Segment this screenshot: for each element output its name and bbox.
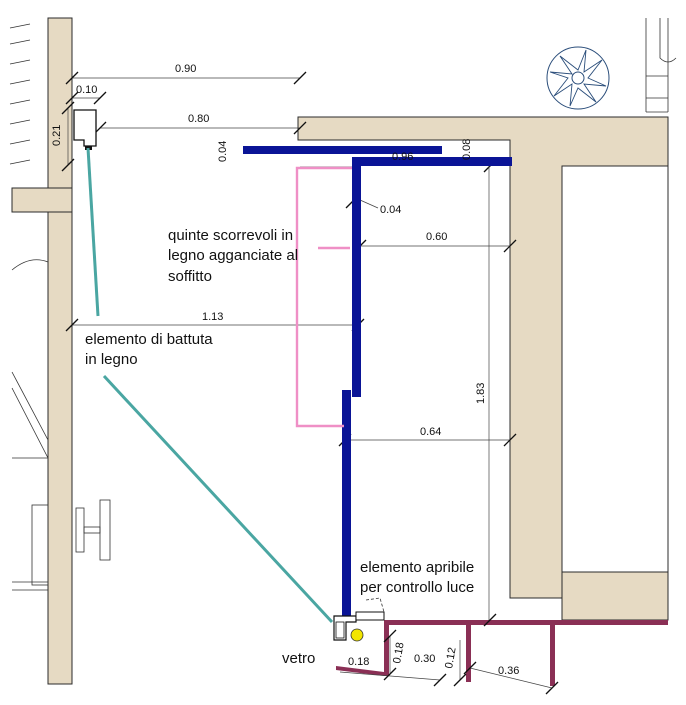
dim-label-004a: 0.04 — [217, 141, 229, 162]
dimension-labels: 0.90 0.10 0.21 0.80 0.04 0.96 0.08 0.04 … — [51, 63, 519, 677]
right-wall-lower — [561, 571, 669, 621]
annotations: quinte scorrevoli in legno agganciate al… — [85, 227, 474, 667]
right-room — [561, 165, 669, 573]
dim-label-096: 0.96 — [392, 151, 413, 163]
light-sensor-icon — [350, 628, 364, 642]
dim-label-012: 0.12 — [443, 646, 459, 669]
dim-label-183: 1.83 — [475, 383, 487, 404]
dim-label-008: 0.08 — [461, 139, 473, 160]
left-wall-middle — [47, 211, 73, 685]
furniture-sketch — [645, 18, 677, 113]
door-handle-sketch — [75, 499, 111, 561]
sliding-panels — [243, 146, 512, 618]
dim-label-021: 0.21 — [51, 125, 63, 146]
note-battuta-line-2: in legno — [85, 351, 138, 368]
sliding-panel-vertical-lower — [342, 390, 351, 618]
dim-label-030: 0.30 — [414, 653, 435, 665]
dim-label-113: 1.13 — [202, 311, 223, 323]
wooden-stop-element — [73, 109, 97, 150]
window-frame — [336, 620, 668, 686]
dim-label-064: 0.64 — [420, 426, 441, 438]
dim-label-080: 0.80 — [188, 113, 209, 125]
dim-label-010: 0.10 — [76, 84, 97, 96]
openable-element — [333, 597, 385, 642]
note-apribile-line-2: per controllo luce — [360, 579, 474, 596]
left-wall-return — [11, 187, 73, 213]
dim-label-004b: 0.04 — [380, 204, 401, 216]
dim-label-018a: 0.18 — [348, 656, 369, 668]
note-battuta-line-1: elemento di battuta — [85, 331, 213, 348]
note-vetro: vetro — [282, 650, 315, 667]
ceiling-rose-ornament — [546, 46, 610, 110]
dim-label-036: 0.36 — [498, 665, 519, 677]
note-quinte-line-1: quinte scorrevoli in — [168, 227, 293, 244]
left-wall-upper — [47, 17, 73, 189]
note-quinte-line-2: legno agganciate al — [168, 247, 298, 264]
ceiling-track-line — [295, 166, 352, 428]
note-quinte-line-3: soffitto — [168, 268, 212, 285]
dim-label-060: 0.60 — [426, 231, 447, 243]
leader-line-lower — [102, 374, 334, 624]
left-room-sketch — [9, 23, 49, 591]
leader-line-upper — [86, 147, 100, 317]
sliding-panel-top-long — [352, 157, 512, 166]
sliding-panel-vertical-upper — [352, 157, 361, 397]
sliding-panel-top-short — [243, 146, 442, 154]
dim-label-090: 0.90 — [175, 63, 196, 75]
note-apribile-line-1: elemento apribile — [360, 559, 474, 576]
dim-label-018b: 0.18 — [391, 641, 407, 664]
